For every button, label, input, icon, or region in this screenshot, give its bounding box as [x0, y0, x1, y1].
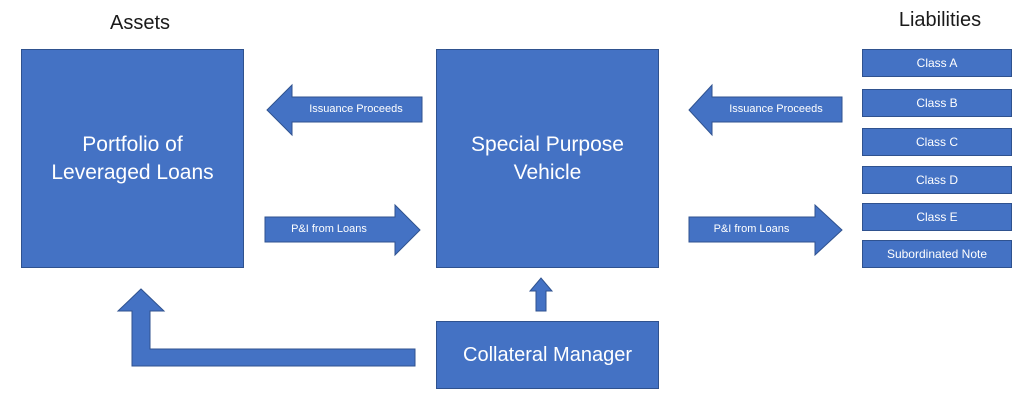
liability-class-c: Class C: [862, 128, 1012, 156]
issuance-arrow-right: [688, 83, 843, 137]
liability-class-b: Class B: [862, 89, 1012, 117]
spv-line1: Special Purpose: [471, 132, 624, 156]
portfolio-line2: Leveraged Loans: [51, 160, 214, 184]
liability-class-d: Class D: [862, 166, 1012, 194]
collateral-manager-box: Collateral Manager: [436, 321, 659, 389]
cm-to-portfolio-arrow: [116, 288, 416, 367]
collateral-manager-label: Collateral Manager: [463, 343, 632, 366]
liability-class-e: Class E: [862, 203, 1012, 231]
pi-arrow-left: [264, 203, 421, 257]
issuance-label-left: Issuance Proceeds: [309, 103, 403, 115]
pi-arrow-right: [688, 203, 843, 257]
spv-box: Special Purpose Vehicle: [436, 49, 659, 268]
liability-class-a: Class A: [862, 49, 1012, 77]
liability-subordinated-note: Subordinated Note: [862, 240, 1012, 268]
issuance-arrow-left: [266, 83, 423, 137]
pi-label-right: P&I from Loans: [713, 223, 790, 235]
cm-to-spv-arrow: [528, 277, 554, 312]
liabilities-heading: Liabilities: [898, 9, 982, 31]
portfolio-line1: Portfolio of: [82, 132, 183, 156]
portfolio-box: Portfolio of Leveraged Loans: [21, 49, 244, 268]
pi-label-left: P&I from Loans: [291, 223, 367, 235]
issuance-label-right: Issuance Proceeds: [729, 103, 823, 115]
assets-heading: Assets: [109, 12, 171, 34]
spv-line2: Vehicle: [513, 160, 582, 184]
